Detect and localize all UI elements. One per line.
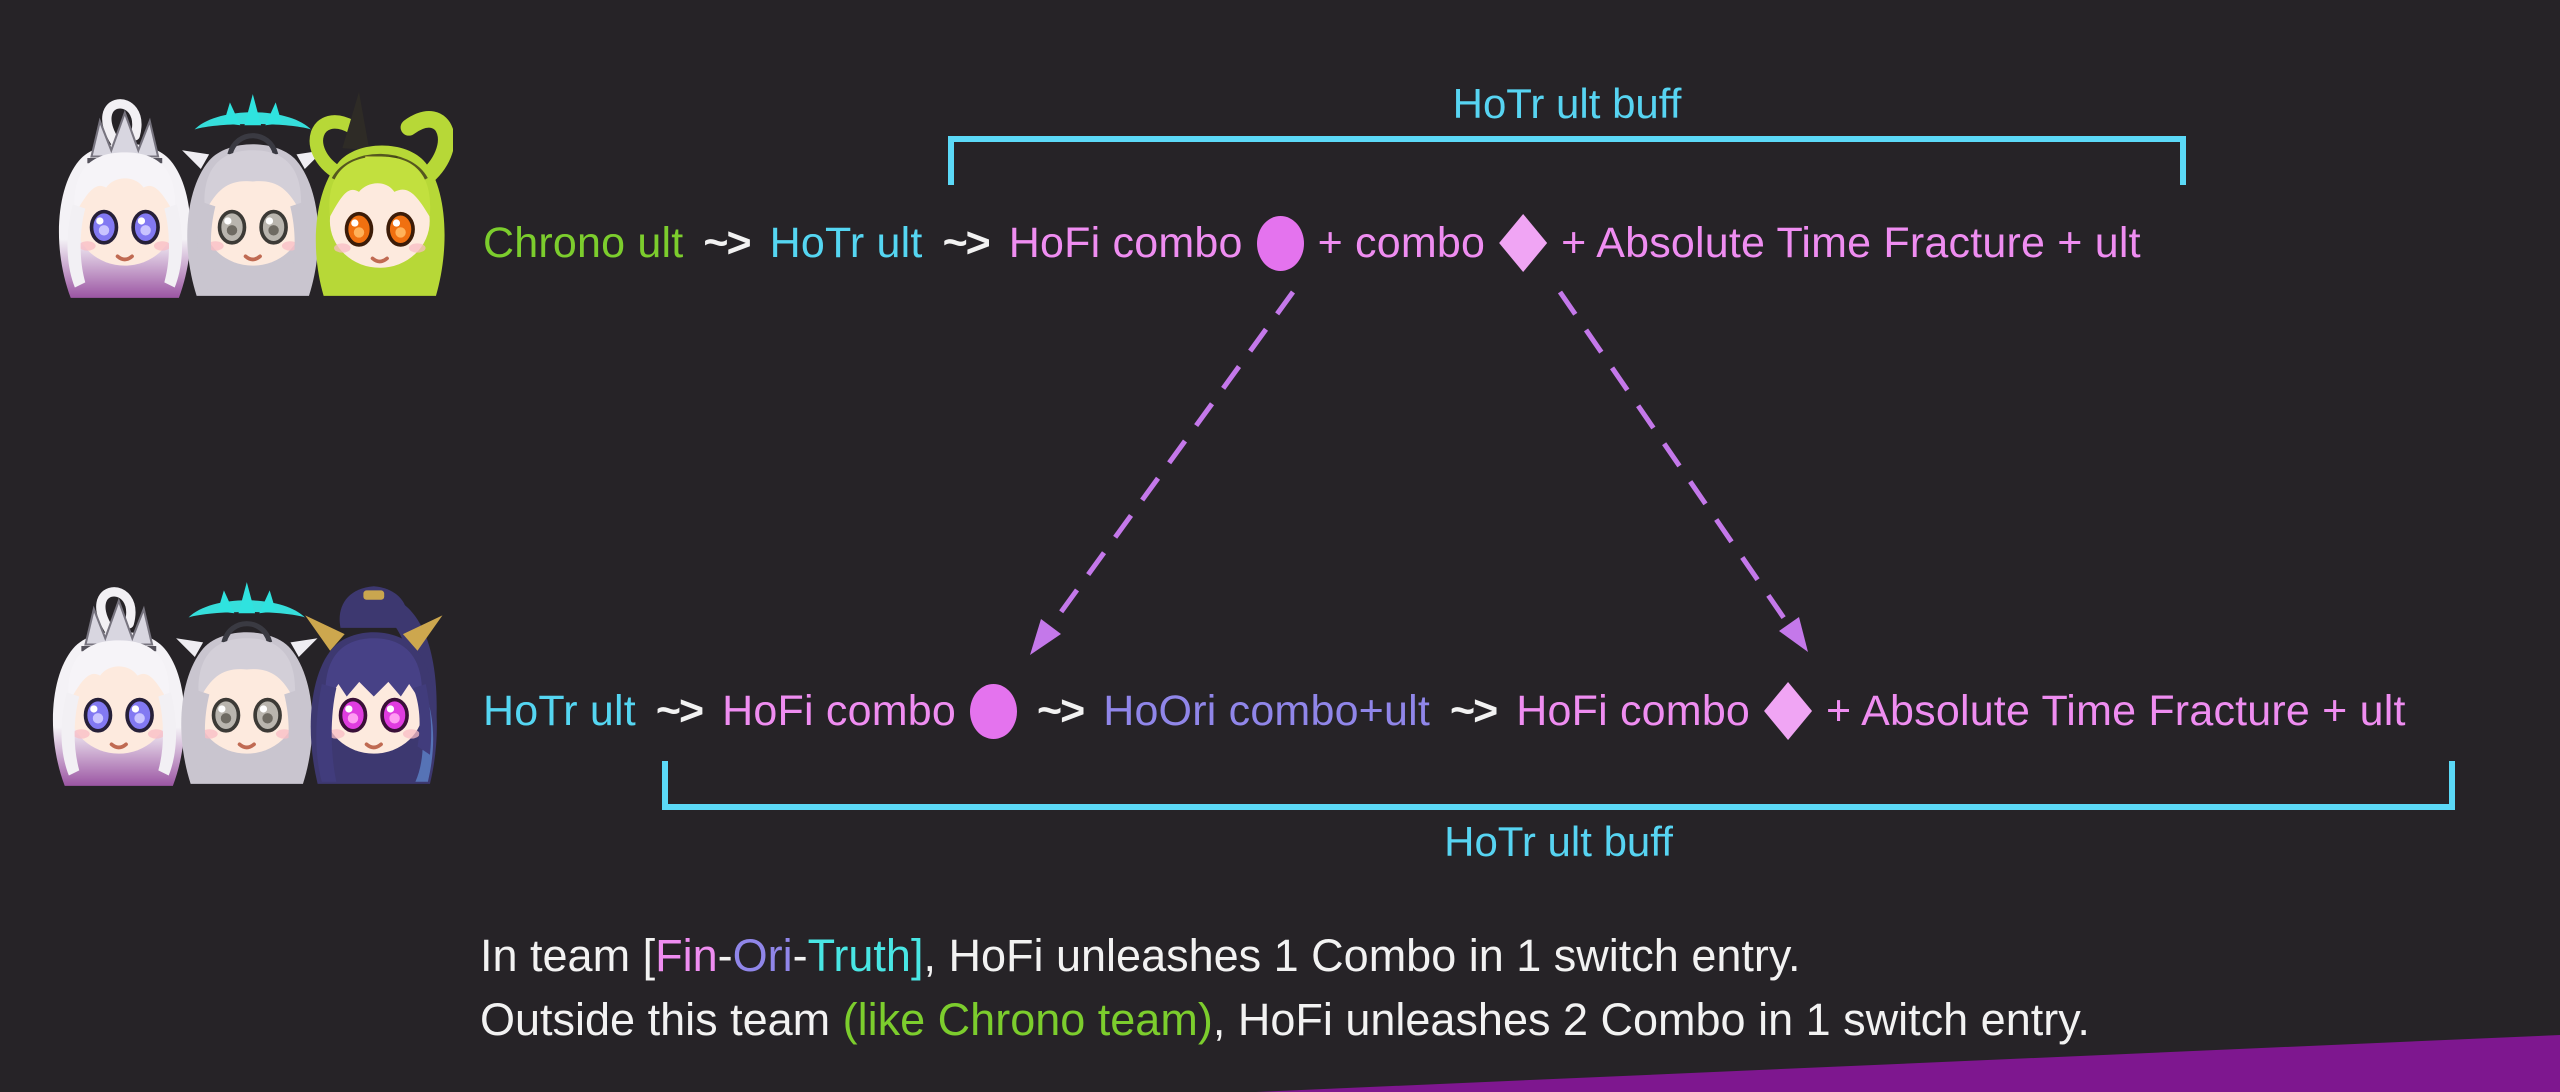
note-line-1: In team [Fin-Ori-Truth], HoFi unleashes … bbox=[480, 930, 1801, 982]
flow-step-label: Chrono ult bbox=[483, 218, 684, 267]
avatar-origin-icon bbox=[305, 586, 443, 784]
hotr-ult-buff-label-bottom: HoTr ult buff bbox=[1444, 818, 1673, 865]
avatar-truth-icon bbox=[175, 582, 318, 784]
flow-step-label: + combo bbox=[1317, 218, 1486, 267]
note-line-2: Outside this team (like Chrono team), Ho… bbox=[480, 994, 2090, 1046]
note-text-part: , HoFi unleashes 1 Combo in 1 switch ent… bbox=[923, 930, 1801, 981]
combo-circle-icon bbox=[969, 683, 1017, 739]
flow-step-label: HoTr ult bbox=[769, 218, 923, 267]
dashed-arrow-right bbox=[1557, 290, 1791, 626]
fin-ori-truth-rotation-row: HoTr ult ~> HoFi combo ~> HoOri combo+ult ~> H… bbox=[483, 680, 2406, 742]
note-text-part: , HoFi unleashes 2 Combo in 1 switch ent… bbox=[1212, 994, 2090, 1045]
note-text-part: Fin bbox=[655, 930, 718, 981]
combo-circle-icon bbox=[1256, 215, 1304, 271]
note-text-part: Ori bbox=[732, 930, 793, 981]
flow-step-label: + Absolute Time Fracture + ult bbox=[1826, 686, 2406, 735]
squiggle-arrow: ~> bbox=[1036, 686, 1085, 735]
chrono-team-avatars bbox=[52, 92, 453, 300]
squiggle-arrow: ~> bbox=[703, 218, 751, 267]
avatar-chrono-icon bbox=[309, 92, 453, 296]
note-text-part: - bbox=[792, 930, 808, 981]
hotr-ult-buff-bracket-bottom bbox=[662, 761, 2455, 810]
note-text-part: Truth] bbox=[807, 930, 924, 981]
hotr-ult-buff-label-top: HoTr ult buff bbox=[1452, 80, 1682, 127]
fin-ori-truth-team-avatars bbox=[46, 580, 447, 788]
flow-step-label: HoFi combo bbox=[1008, 218, 1243, 267]
arrowhead-right-icon bbox=[1779, 617, 1808, 652]
arrowhead-left-icon bbox=[1030, 619, 1061, 655]
note-text-part: Outside this team bbox=[480, 994, 843, 1045]
dashed-arrow-left bbox=[1045, 290, 1296, 632]
avatar-fin-icon bbox=[52, 587, 185, 786]
avatar-fin-icon bbox=[58, 99, 191, 298]
hotr-ult-buff-bracket-top bbox=[948, 136, 2186, 185]
note-text-part: - bbox=[717, 930, 733, 981]
squiggle-arrow: ~> bbox=[942, 218, 991, 267]
flow-step-label: HoTr ult bbox=[483, 686, 636, 735]
avatar-truth-icon bbox=[181, 94, 324, 296]
flow-step-label: + Absolute Time Fracture + ult bbox=[1561, 218, 2141, 267]
flow-step-label: HoFi combo bbox=[722, 686, 956, 735]
combo-diamond-icon bbox=[1764, 682, 1813, 740]
squiggle-arrow: ~> bbox=[655, 686, 704, 735]
chrono-team-rotation-row: Chrono ult ~> HoTr ult ~> HoFi combo + combo +… bbox=[483, 212, 2141, 274]
squiggle-arrow: ~> bbox=[1450, 686, 1498, 735]
combo-diamond-icon bbox=[1499, 214, 1548, 272]
flow-step-label: HoOri combo+ult bbox=[1103, 686, 1431, 735]
note-text-part: In team [ bbox=[480, 930, 656, 981]
flow-step-label: HoFi combo bbox=[1516, 686, 1751, 735]
note-text-part: (like Chrono team) bbox=[842, 994, 1213, 1045]
